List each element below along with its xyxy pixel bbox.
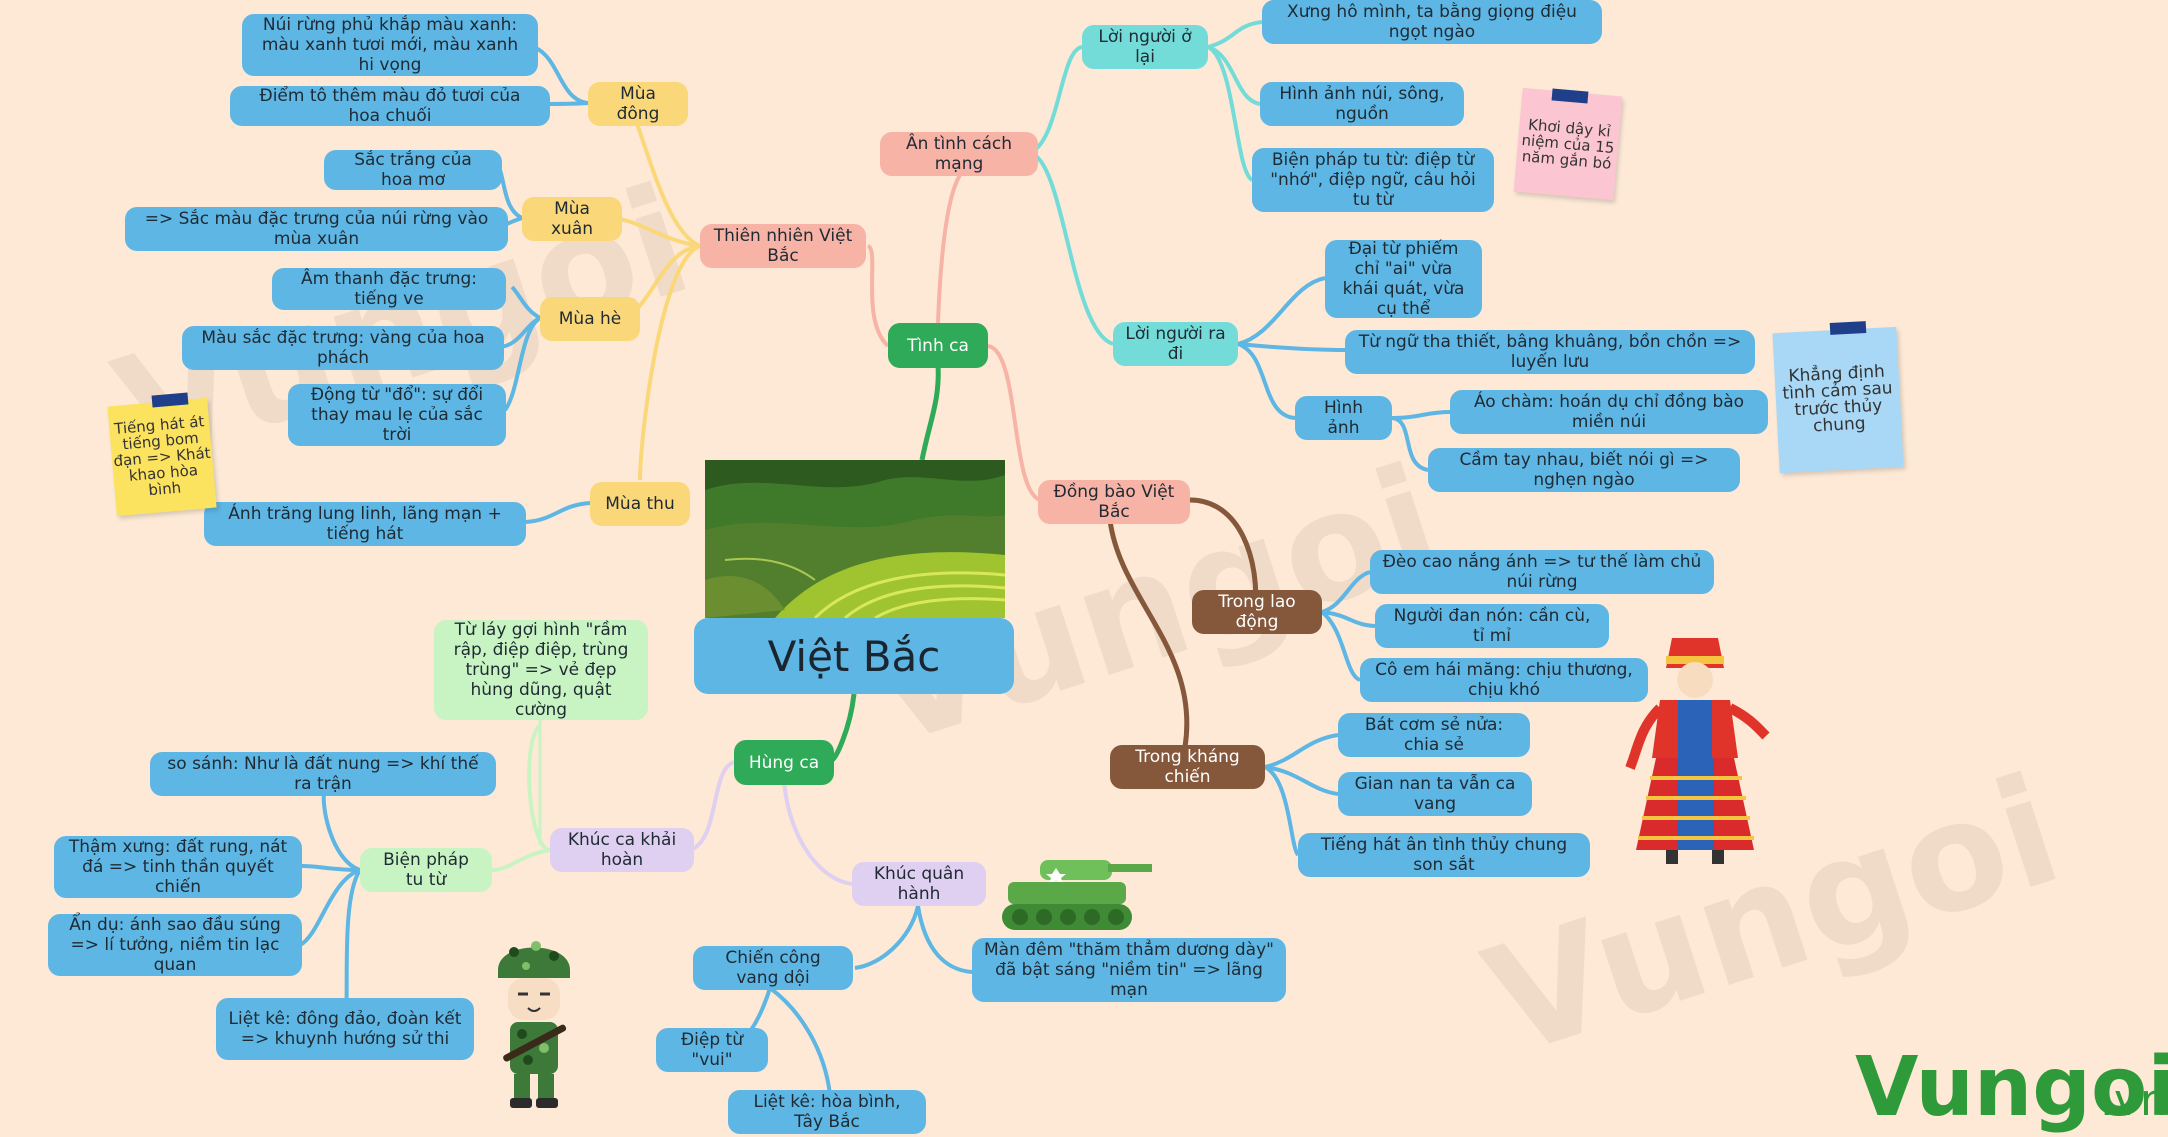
detail-bp-2[interactable]: Thậm xưng: đất rung, nát đá => tinh thần…	[54, 836, 302, 898]
sticky-note-pink: Khơi dậy kỉ niệm của 15 năm gắn bó	[1513, 87, 1623, 201]
rice-terrace-photo	[705, 460, 1005, 618]
tank-icon	[1002, 860, 1152, 930]
soldier-icon	[498, 941, 570, 1108]
detail-loi-o-2[interactable]: Hình ảnh núi, sông, nguồn	[1260, 82, 1464, 126]
loi-nguoi-ra-di[interactable]: Lời người ra đi	[1113, 322, 1238, 366]
detail-lao-dong-2[interactable]: Người đan nón: cần cù, tỉ mỉ	[1375, 604, 1609, 648]
hub-hung-ca[interactable]: Hùng ca	[734, 740, 834, 785]
branch-thien-nhien[interactable]: Thiên nhiên Việt Bắc	[700, 224, 866, 268]
detail-khang-chien-1[interactable]: Bát cơm sẻ nửa: chia sẻ	[1338, 713, 1530, 757]
chien-cong-vang-doi[interactable]: Chiến công vang dội	[693, 946, 853, 990]
vungoi-logo-suffix: .vn	[2100, 1075, 2168, 1126]
detail-he-3[interactable]: Động từ "đổ": sự đổi thay mau lẹ của sắc…	[288, 384, 506, 446]
detail-liet-ke[interactable]: Liệt kê: hòa bình, Tây Bắc	[728, 1090, 926, 1134]
vungoi-logo[interactable]: Vungoi	[1855, 1040, 2168, 1135]
root-node-viet-bac[interactable]: Việt Bắc	[694, 618, 1014, 694]
detail-bp-3[interactable]: Ẩn dụ: ánh sao đầu súng => lí tưởng, niề…	[48, 914, 302, 976]
season-mua-thu[interactable]: Mùa thu	[590, 482, 690, 526]
detail-loi-di-1[interactable]: Đại từ phiếm chỉ "ai" vừa khái quát, vừa…	[1325, 239, 1482, 319]
detail-man-dem[interactable]: Màn đêm "thăm thẳm dương dày" đã bật sán…	[972, 938, 1286, 1002]
season-mua-xuan[interactable]: Mùa xuân	[522, 197, 622, 241]
detail-xuan-2[interactable]: => Sắc màu đặc trưng của núi rừng vào mù…	[125, 207, 508, 251]
detail-dong-1[interactable]: Núi rừng phủ khắp màu xanh: màu xanh tươ…	[242, 14, 538, 76]
detail-loi-di-2[interactable]: Từ ngữ tha thiết, bâng khuâng, bồn chồn …	[1345, 330, 1755, 374]
detail-xuan-1[interactable]: Sắc trắng của hoa mơ	[324, 150, 502, 190]
detail-thu-1[interactable]: Ánh trăng lung linh, lãng mạn + tiếng há…	[204, 502, 526, 546]
bien-phap-tu-tu[interactable]: Biện pháp tu từ	[360, 848, 492, 892]
detail-loi-o-3[interactable]: Biện pháp tu từ: điệp từ "nhớ", điệp ngữ…	[1252, 148, 1494, 212]
branch-dong-bao[interactable]: Đồng bào Việt Bắc	[1038, 480, 1190, 524]
hinh-anh[interactable]: Hình ảnh	[1295, 396, 1392, 440]
detail-hinh-anh-2[interactable]: Cầm tay nhau, biết nói gì => nghẹn ngào	[1428, 448, 1740, 492]
detail-loi-o-1[interactable]: Xưng hô mình, ta bằng giọng điệu ngọt ng…	[1262, 0, 1602, 44]
sticky-note-blue: Khẳng định tình cảm sau trước thủy chung	[1772, 326, 1904, 474]
loi-nguoi-o-lai[interactable]: Lời người ở lại	[1082, 25, 1208, 69]
detail-bp-4[interactable]: Liệt kê: đông đảo, đoàn kết => khuynh hư…	[216, 998, 474, 1060]
ethnic-girl-icon	[1625, 638, 1770, 864]
note-tu-lay[interactable]: Từ láy gợi hình "rầm rập, điệp điệp, trù…	[434, 620, 648, 720]
sticky-note-yellow: Tiếng hát át tiếng bom đạn => Khát khao …	[107, 397, 217, 517]
detail-bp-1[interactable]: so sánh: Như là đất nung => khí thế ra t…	[150, 752, 496, 796]
detail-diep-tu-vui[interactable]: Điệp từ "vui"	[656, 1028, 768, 1072]
detail-he-1[interactable]: Âm thanh đặc trưng: tiếng ve	[272, 268, 506, 310]
branch-khuc-ca-khai-hoan[interactable]: Khúc ca khải hoàn	[550, 828, 694, 872]
detail-khang-chien-2[interactable]: Gian nan ta vẫn ca vang	[1338, 772, 1532, 816]
detail-dong-2[interactable]: Điểm tô thêm màu đỏ tươi của hoa chuối	[230, 86, 550, 126]
trong-lao-dong[interactable]: Trong lao động	[1192, 590, 1322, 634]
trong-khang-chien[interactable]: Trong kháng chiến	[1110, 745, 1265, 789]
detail-lao-dong-3[interactable]: Cô em hái măng: chịu thương, chịu khó	[1360, 658, 1648, 702]
branch-khuc-quan-hanh[interactable]: Khúc quân hành	[852, 862, 986, 906]
detail-khang-chien-3[interactable]: Tiếng hát ân tình thủy chung son sắt	[1298, 833, 1590, 877]
branch-an-tinh[interactable]: Ân tình cách mạng	[880, 132, 1038, 176]
season-mua-dong[interactable]: Mùa đông	[588, 82, 688, 126]
detail-he-2[interactable]: Màu sắc đặc trưng: vàng của hoa phách	[182, 326, 504, 370]
detail-hinh-anh-1[interactable]: Áo chàm: hoán dụ chỉ đồng bào miền núi	[1450, 390, 1768, 434]
pin-icon	[1829, 321, 1867, 335]
hub-tinh-ca[interactable]: Tình ca	[888, 323, 988, 368]
detail-lao-dong-1[interactable]: Đèo cao nắng ánh => tư thế làm chủ núi r…	[1370, 550, 1714, 594]
season-mua-he[interactable]: Mùa hè	[540, 297, 640, 341]
